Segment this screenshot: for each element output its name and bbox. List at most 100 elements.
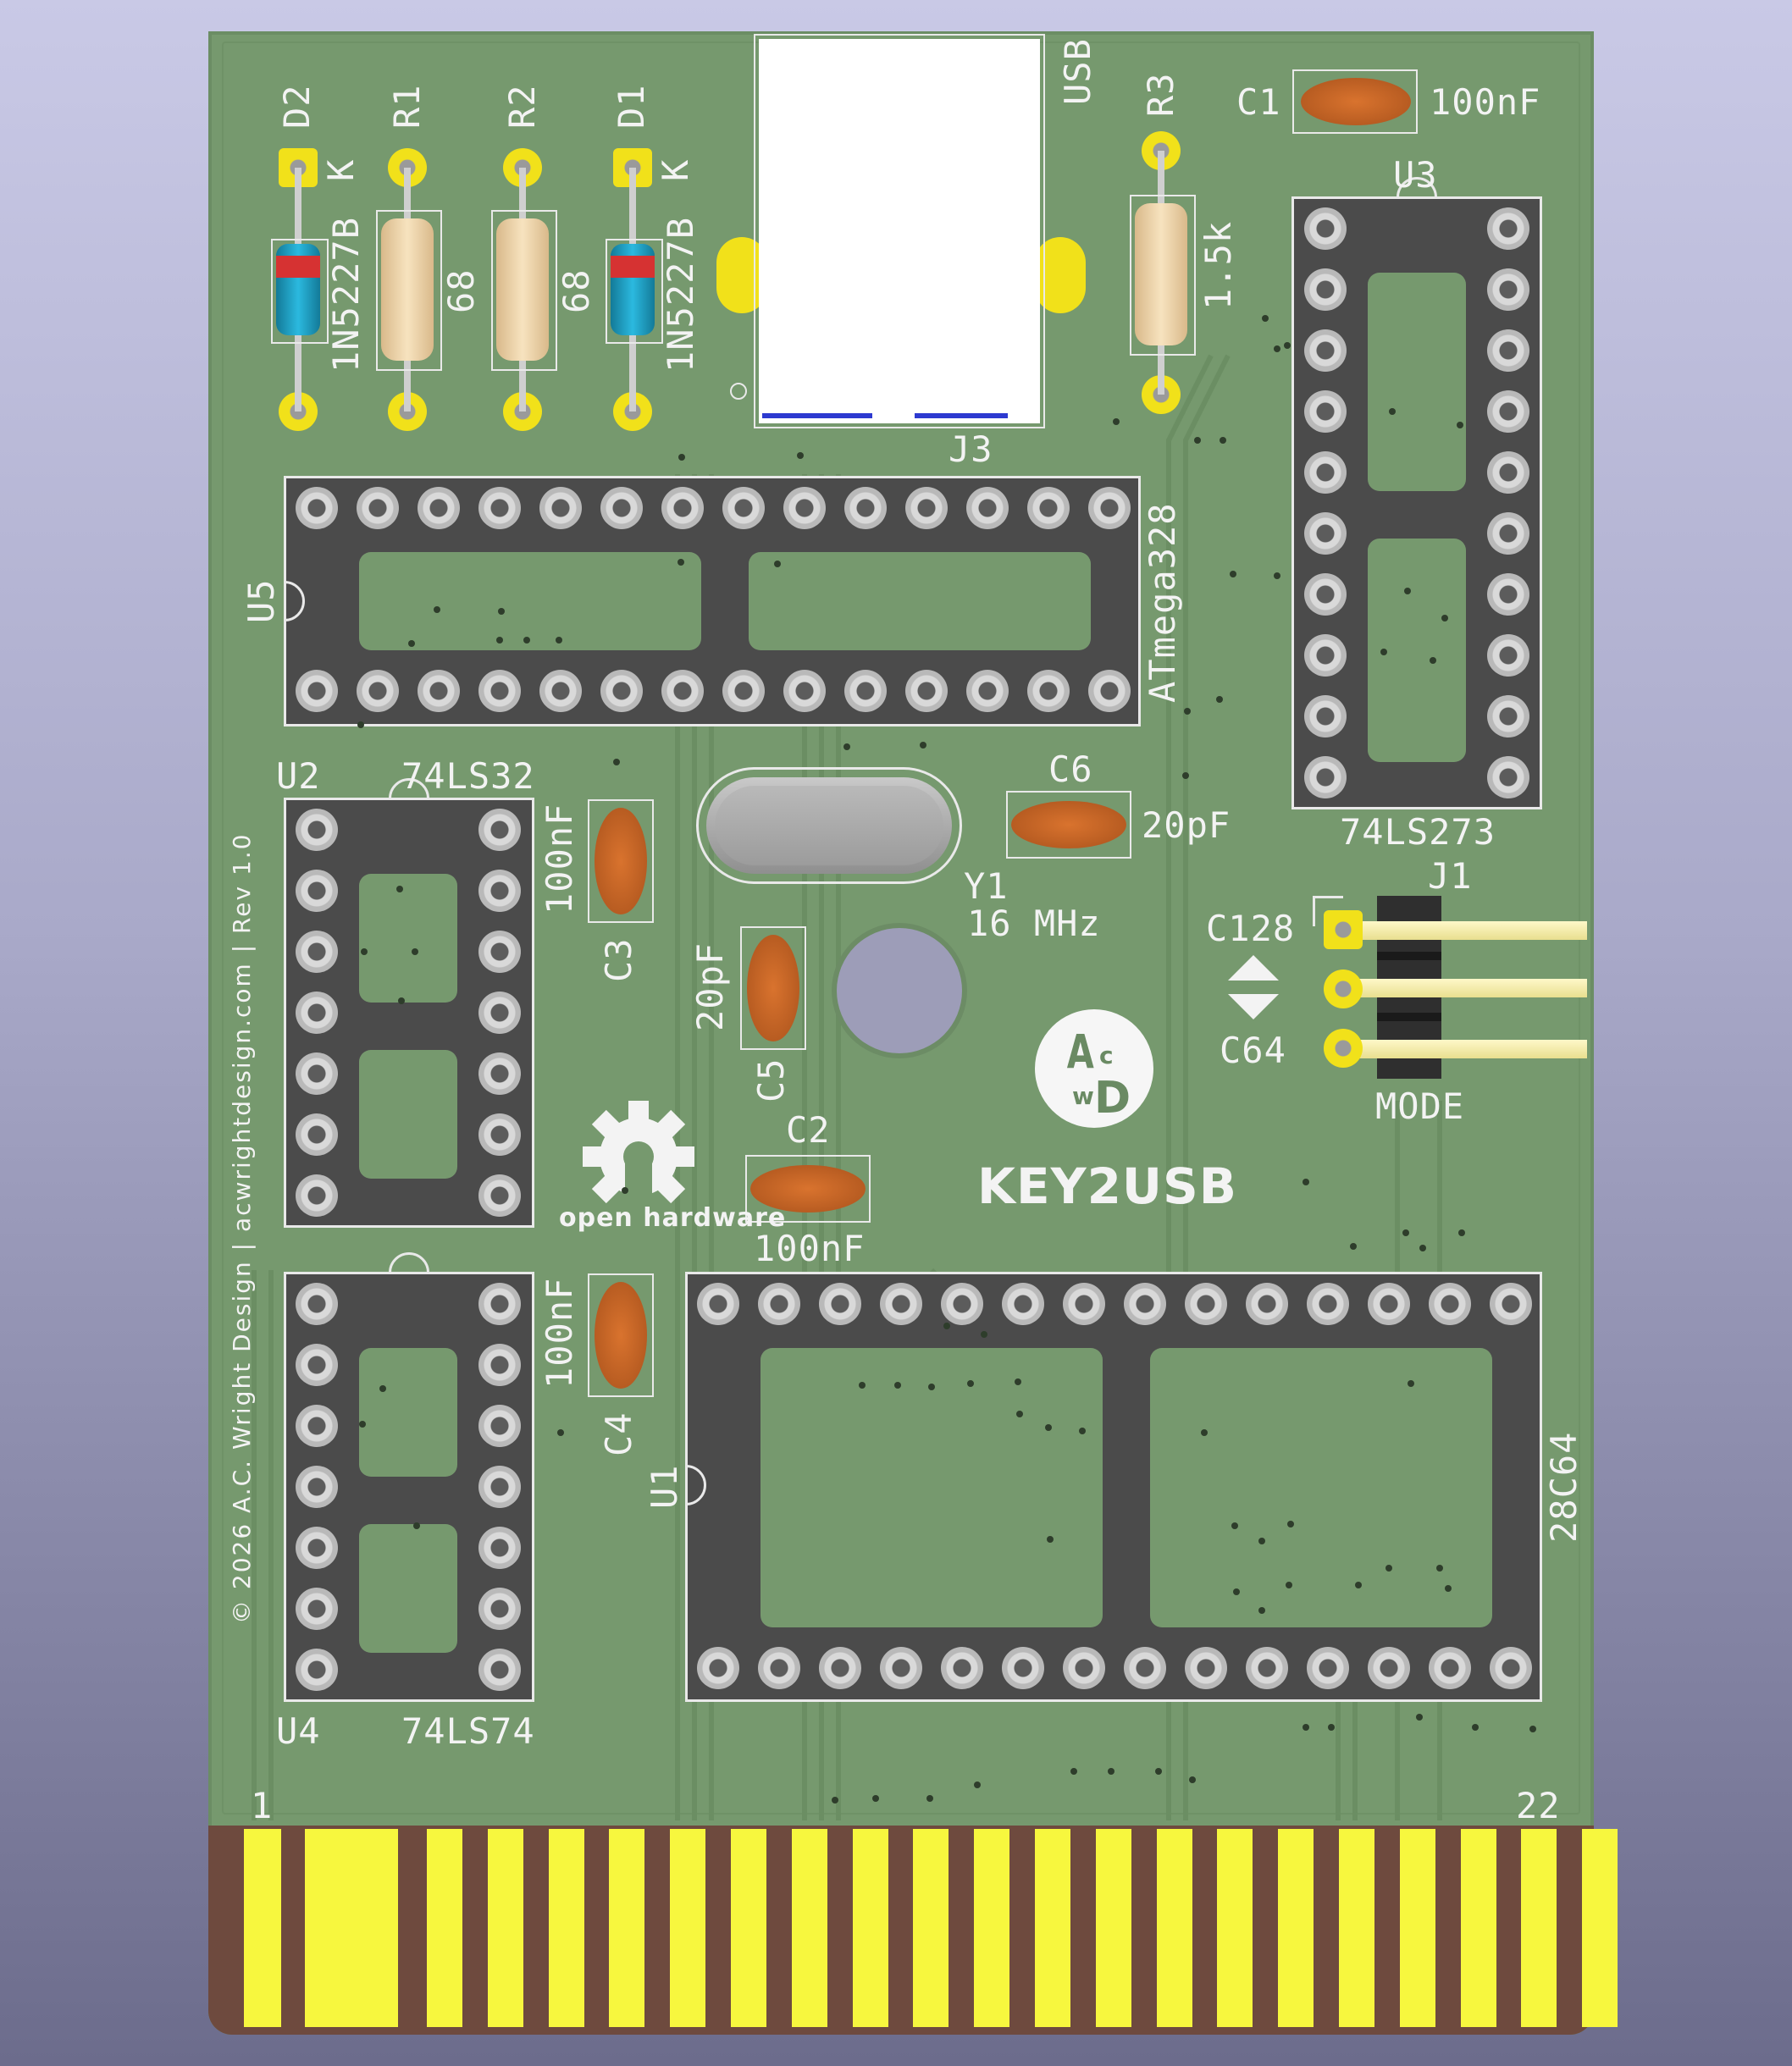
pin-pad [478, 1527, 521, 1569]
via [1230, 571, 1236, 577]
pin-pad [697, 1283, 739, 1325]
gold-finger [974, 1829, 1010, 2027]
via [1274, 572, 1280, 579]
d2-mark: K [320, 158, 362, 181]
pin-pad [600, 487, 643, 529]
u1-ref: U1 [644, 1464, 685, 1509]
u5-ref: U5 [241, 578, 282, 623]
via [1070, 1768, 1077, 1775]
via [926, 1795, 933, 1802]
pin-pad [1304, 329, 1347, 372]
via [613, 759, 620, 765]
c4-ref: C4 [598, 1411, 639, 1456]
u1-value: 28C64 [1543, 1431, 1585, 1543]
pin-pad [1487, 634, 1529, 677]
pin-pad [1368, 1647, 1410, 1689]
c6-ref: C6 [1048, 749, 1093, 790]
gold-finger [1460, 1829, 1496, 2027]
pin-pad [1027, 487, 1070, 529]
copyright-line: © 2026 A.C. Wright Design | acwrightdesi… [228, 832, 256, 1625]
pin-pad [1304, 390, 1347, 433]
via [1303, 1724, 1309, 1731]
mounting-hole [837, 928, 962, 1053]
via [413, 1522, 420, 1529]
via [361, 948, 368, 955]
via [398, 997, 405, 1004]
d1-mark: K [655, 158, 696, 181]
via [1402, 1229, 1409, 1236]
svg-text:w: w [1072, 1082, 1094, 1110]
r2-ref: R2 [501, 84, 543, 129]
via [1047, 1536, 1054, 1543]
gold-finger [1399, 1829, 1435, 2027]
pin-pad [478, 487, 521, 529]
pin-pad [758, 1647, 800, 1689]
pin-pad [1027, 670, 1070, 712]
pin-pad [1304, 756, 1347, 798]
open-hardware-gear-icon [583, 1101, 694, 1214]
pin-pad [905, 487, 948, 529]
c2-value: 100nF [754, 1228, 866, 1269]
via [843, 743, 850, 750]
acwd-monogram-icon: A c w D [1067, 1025, 1131, 1124]
pin-pad [1487, 695, 1529, 737]
pin-pad [1002, 1283, 1044, 1325]
u5-value: ATmega328 [1142, 502, 1183, 703]
pin-pad [1304, 207, 1347, 250]
gold-finger [1035, 1829, 1070, 2027]
via [434, 606, 440, 613]
via [359, 1421, 366, 1428]
pin-pad [783, 670, 826, 712]
j3-label: USB [1057, 38, 1098, 105]
pin-pad [478, 931, 521, 973]
gold-finger [1339, 1829, 1374, 2027]
j1-label: MODE [1375, 1085, 1465, 1127]
r1-ref: R1 [386, 84, 428, 129]
j1-bottom-label: C64 [1220, 1030, 1286, 1071]
pin-pad [296, 1649, 338, 1691]
r1-value: 68 [440, 268, 482, 313]
pin-pad [1487, 451, 1529, 494]
pin-pad [418, 487, 460, 529]
pin-pad [478, 670, 521, 712]
pin-pad [844, 487, 887, 529]
u4-ref: U4 [276, 1710, 321, 1752]
board-title: KEY2USB [977, 1157, 1237, 1215]
pin-pad [478, 1283, 521, 1325]
pin-pad [1002, 1647, 1044, 1689]
gold-finger [852, 1829, 888, 2027]
via [1184, 708, 1191, 715]
pin-pad [880, 1647, 922, 1689]
via [1404, 588, 1411, 594]
via [1016, 1411, 1023, 1417]
gold-finger [1521, 1829, 1557, 2027]
pin-pad [1429, 1283, 1471, 1325]
gold-finger [913, 1829, 949, 2027]
pin-pad [539, 670, 582, 712]
u2-ref: U2 [276, 755, 321, 797]
via [832, 1797, 838, 1804]
via [357, 721, 364, 728]
pin-pad [418, 670, 460, 712]
via [1262, 315, 1269, 322]
pin-pad [1088, 670, 1131, 712]
pin-pad [1063, 1283, 1105, 1325]
j1-top-label: C128 [1206, 908, 1296, 949]
c1-value: 100nF [1430, 81, 1541, 123]
pin-pad [966, 487, 1009, 529]
via [1108, 1768, 1114, 1775]
pin-pad [1487, 207, 1529, 250]
pin-pad [1490, 1283, 1532, 1325]
via [1231, 1522, 1238, 1529]
via [1286, 1582, 1292, 1588]
via [1220, 437, 1226, 444]
via [1328, 1724, 1335, 1731]
j3-ref: J3 [949, 428, 993, 470]
via [1189, 1776, 1196, 1783]
gold-finger [1582, 1829, 1618, 2027]
via [1419, 1245, 1426, 1251]
pin-pad [296, 670, 338, 712]
pin-pad [661, 487, 704, 529]
via [1258, 1607, 1265, 1614]
y1-value: 16 MHz [967, 903, 1101, 944]
